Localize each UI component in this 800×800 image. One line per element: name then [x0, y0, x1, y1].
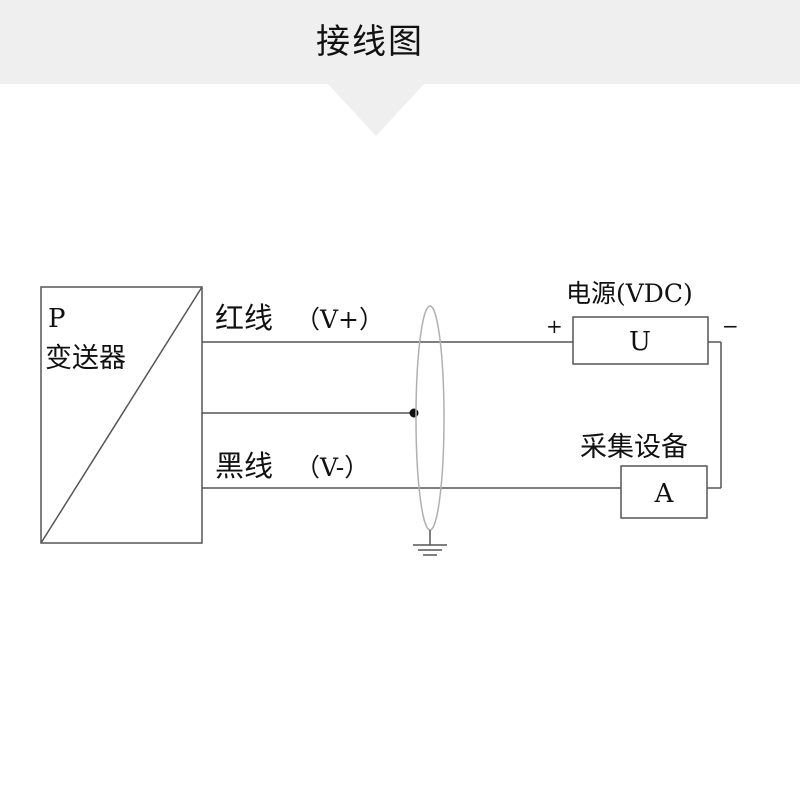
transmitter-diagonal [40, 286, 203, 544]
shield-junction-dot [409, 408, 419, 418]
ground-icon [413, 544, 447, 556]
acquisition-symbol: A [654, 479, 675, 509]
black-wire-label: 黑线 [215, 449, 273, 483]
power-supply-symbol: U [629, 327, 651, 357]
acquisition-label: 采集设备 [580, 432, 688, 463]
power-supply-box [572, 316, 709, 365]
red-wire-signal: （V+） [295, 305, 384, 334]
power-plus-sign: + [546, 314, 563, 338]
page-title: 接线图 [316, 22, 424, 62]
red-wire-label: 红线 [215, 301, 273, 335]
transmitter-box [40, 286, 203, 544]
acquisition-box [620, 465, 708, 519]
transmitter-symbol: P [48, 304, 66, 334]
header-pointer-arrow [328, 84, 424, 136]
black-wire-signal: （V-） [295, 453, 369, 482]
header-banner: 接线图 [0, 0, 800, 84]
power-supply-label: 电源(VDC) [566, 279, 693, 308]
transmitter-name: 变送器 [45, 343, 126, 374]
cable-shield-ellipse [415, 305, 445, 531]
power-minus-sign: − [722, 314, 739, 338]
